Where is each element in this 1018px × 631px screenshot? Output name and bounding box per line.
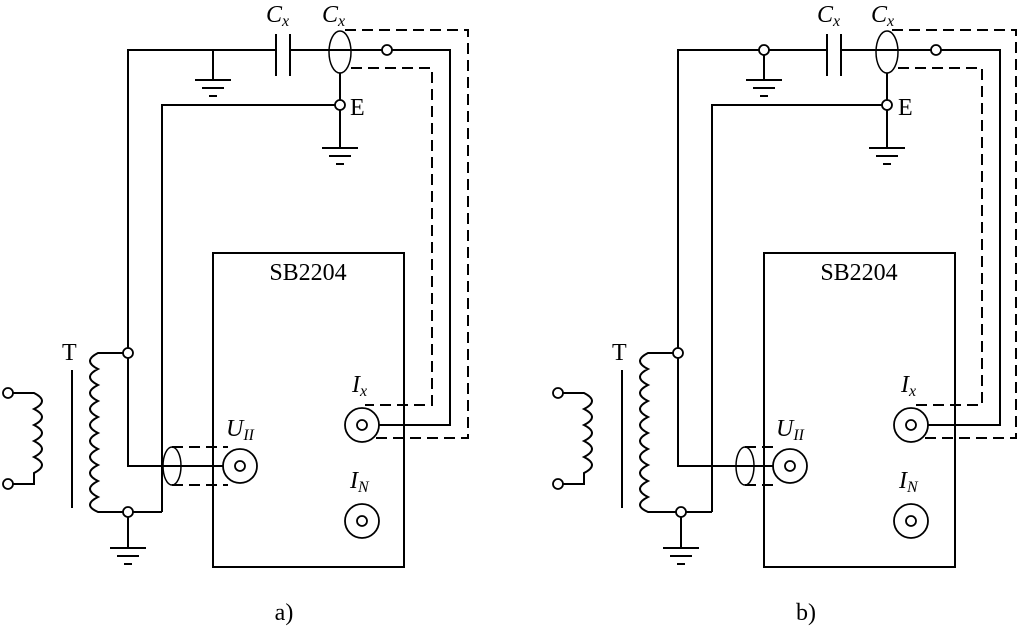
- panel-b: SB2204 Cx Cx E Ix IN: [552, 2, 1017, 626]
- u-core-wire: [127, 353, 240, 467]
- outer-shield: [892, 29, 1017, 439]
- cx-terminal: [930, 44, 942, 56]
- cx-terminal: [381, 44, 393, 56]
- ix-core-wire: [914, 49, 1001, 426]
- instrument-label: SB2204: [820, 260, 897, 286]
- primary-terminal-top: [552, 387, 564, 399]
- inner-shield: [898, 67, 983, 406]
- in-terminal-inner: [905, 515, 917, 527]
- in-terminal-inner: [356, 515, 368, 527]
- instrument-box: [763, 252, 956, 568]
- e-return-wire: [711, 104, 882, 512]
- transformer-hv-node: [672, 347, 684, 359]
- transformer-primary: [562, 392, 593, 485]
- transformer-hv-node: [122, 347, 134, 359]
- instrument-box: [212, 252, 405, 568]
- primary-terminal-bottom: [2, 478, 14, 490]
- transformer-label: T: [62, 340, 77, 366]
- transformer-label: T: [612, 340, 627, 366]
- e-return-wire: [161, 104, 335, 512]
- ix-label: Ix: [900, 372, 916, 400]
- transformer-secondary: [89, 352, 162, 513]
- u-terminal-inner: [234, 460, 246, 472]
- panel-a: SB2204 Cx Cx E Ix: [2, 2, 469, 626]
- shield-label: Cx: [322, 2, 345, 30]
- e-node: [334, 99, 346, 111]
- transformer-secondary: [639, 352, 712, 513]
- hv-wire: [677, 49, 827, 353]
- earth-label: E: [350, 95, 365, 121]
- transformer-lv-node: [122, 506, 134, 518]
- earth-label: E: [898, 95, 913, 121]
- transformer-lv-node: [675, 506, 687, 518]
- caption-b: b): [796, 600, 816, 626]
- capacitor-label: Cx: [266, 2, 289, 30]
- primary-terminal-bottom: [552, 478, 564, 490]
- capacitor-label: Cx: [817, 2, 840, 30]
- instrument-label: SB2204: [269, 260, 346, 286]
- u-label: UII: [226, 416, 255, 444]
- e-node: [881, 99, 893, 111]
- hv-wire: [127, 49, 276, 353]
- ix-terminal-inner: [356, 419, 368, 431]
- outer-shield: [345, 29, 469, 439]
- ix-label: Ix: [351, 372, 367, 400]
- in-label: IN: [898, 468, 919, 496]
- inner-shield: [351, 67, 433, 406]
- u-core-wire: [677, 353, 790, 467]
- shield-label: Cx: [871, 2, 894, 30]
- ix-terminal-inner: [905, 419, 917, 431]
- in-label: IN: [349, 468, 370, 496]
- caption-a: a): [275, 600, 294, 626]
- ix-core-wire: [365, 49, 451, 426]
- u-terminal-inner: [784, 460, 796, 472]
- u-label: UII: [776, 416, 805, 444]
- shield-ellipse: [875, 30, 899, 74]
- shield-ellipse: [328, 30, 352, 74]
- primary-terminal-top: [2, 387, 14, 399]
- transformer-primary: [12, 392, 43, 485]
- top-node: [758, 44, 770, 56]
